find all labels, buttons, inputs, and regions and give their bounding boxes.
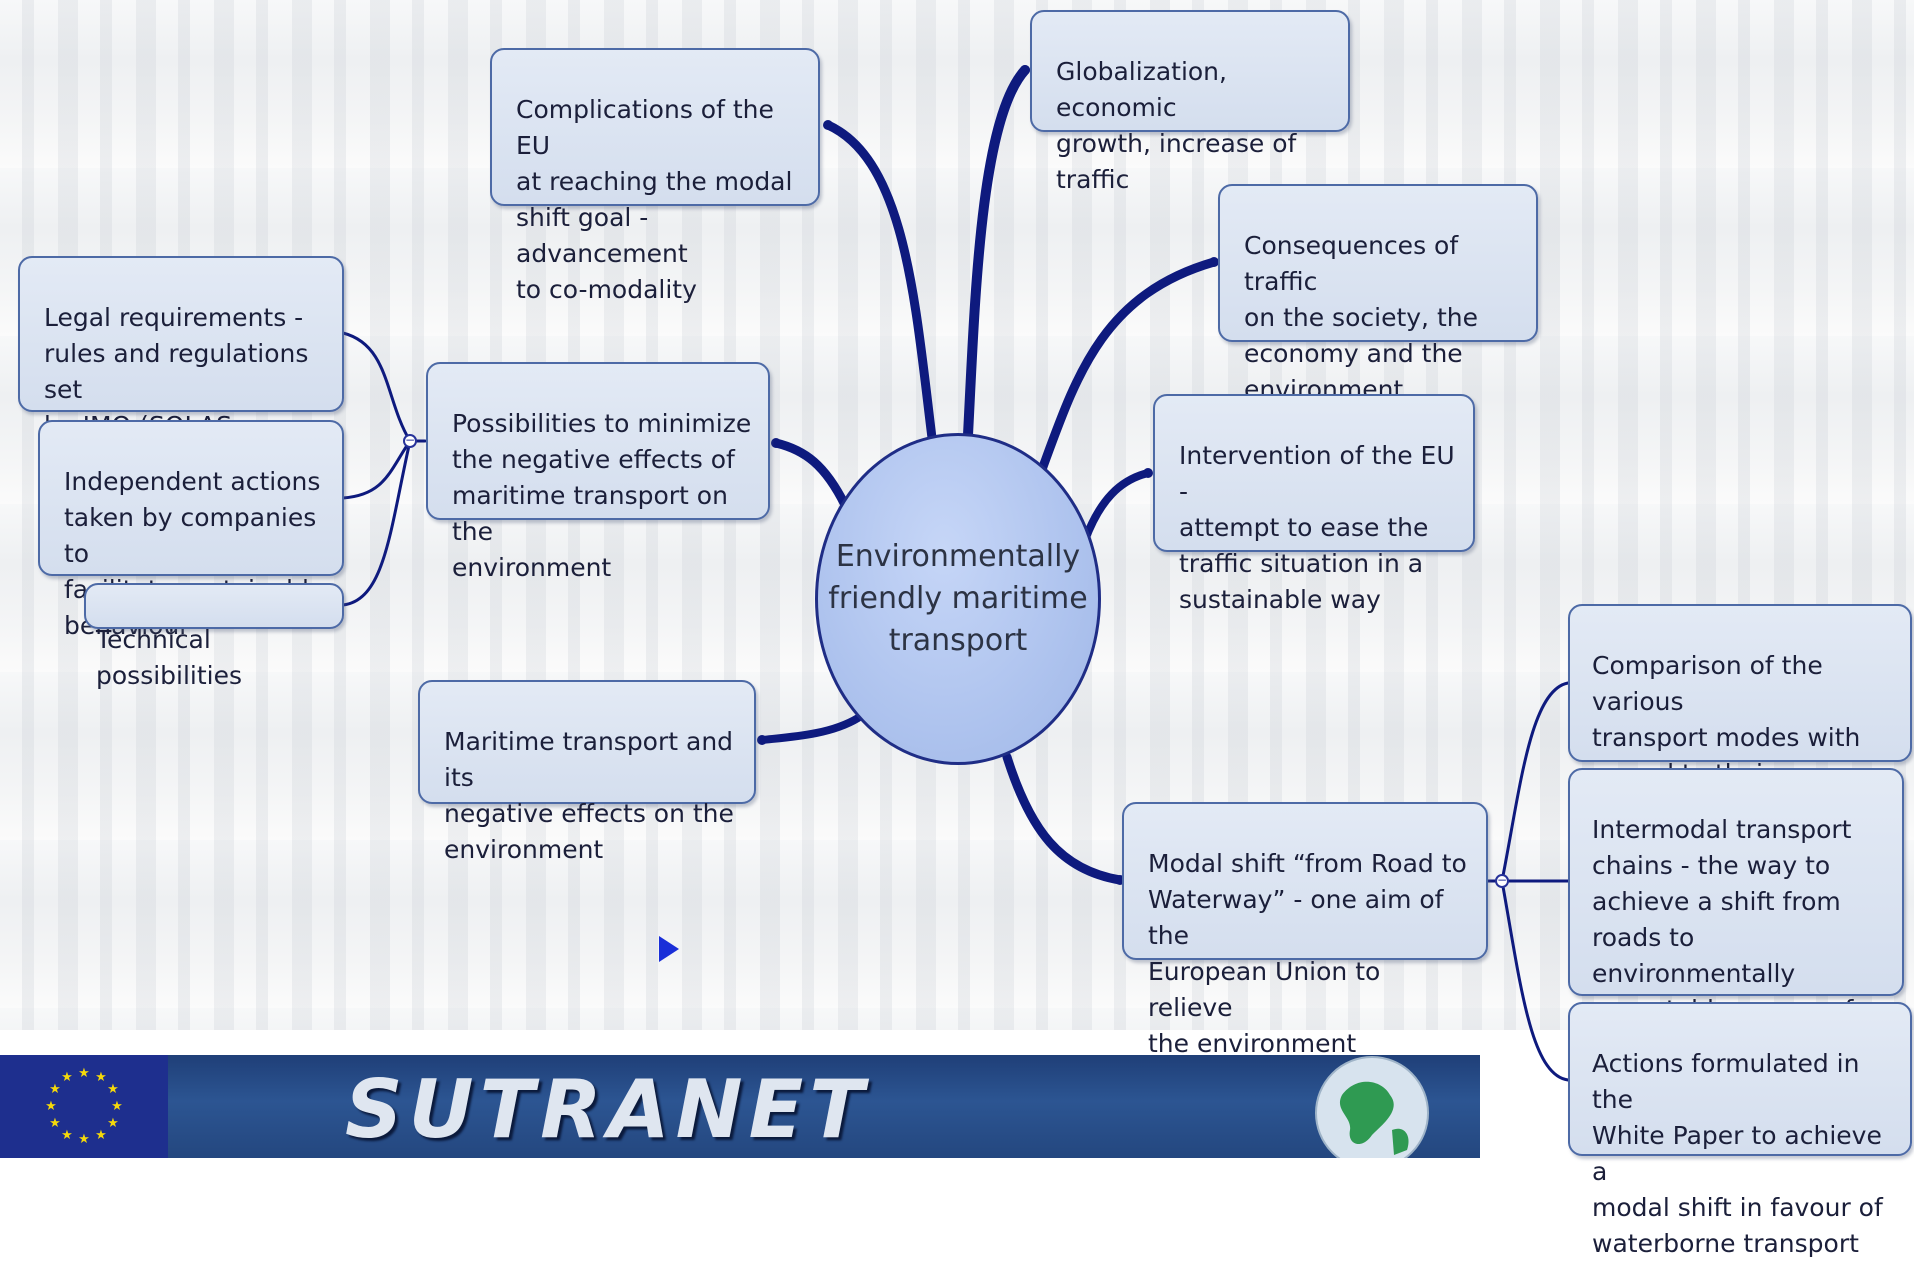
link-complications bbox=[823, 120, 937, 443]
topic-possibilities[interactable]: Possibilities to minimize the negative e… bbox=[426, 362, 770, 582]
topic-globalization[interactable]: Globalization, economic growth, increase… bbox=[1030, 10, 1350, 194]
subtopic-technical[interactable]: Technical possibilities bbox=[84, 583, 344, 690]
topic-label: Consequences of traffic on the society, … bbox=[1244, 231, 1478, 404]
subtopic-independent[interactable]: Independent actions taken by companies t… bbox=[38, 420, 344, 640]
svg-text:★: ★ bbox=[49, 1082, 61, 1097]
link-independent bbox=[341, 439, 412, 500]
subtopic-white-paper[interactable]: Actions formulated in the White Paper to… bbox=[1568, 1002, 1912, 1258]
link-comparison bbox=[1500, 681, 1570, 883]
sutranet-banner: ★ ★ ★ ★ ★ ★ ★ ★ ★ ★ ★ ★ SUTRANET bbox=[0, 1055, 1480, 1170]
svg-text:★: ★ bbox=[111, 1099, 123, 1114]
link-consequences bbox=[1035, 257, 1219, 480]
mindmap-links bbox=[341, 65, 1570, 1082]
svg-text:★: ★ bbox=[45, 1099, 57, 1114]
link-possibilities bbox=[771, 438, 850, 510]
topic-label: Intervention of the EU - attempt to ease… bbox=[1179, 441, 1455, 614]
svg-text:★: ★ bbox=[107, 1082, 119, 1097]
subtopic-intermodal[interactable]: Intermodal transport chains - the way to… bbox=[1568, 768, 1904, 1060]
svg-text:★: ★ bbox=[95, 1128, 107, 1143]
eu-flag-icon: ★ ★ ★ ★ ★ ★ ★ ★ ★ ★ ★ ★ bbox=[0, 1055, 168, 1158]
collapse-minus-icon[interactable]: − bbox=[403, 433, 417, 448]
play-triangle-icon[interactable] bbox=[659, 936, 679, 962]
subtopic-comparison[interactable]: Comparison of the various transport mode… bbox=[1568, 604, 1912, 824]
svg-text:★: ★ bbox=[78, 1132, 90, 1147]
link-negative-effects bbox=[758, 714, 862, 744]
link-white-paper bbox=[1500, 879, 1570, 1082]
link-intervention bbox=[1081, 469, 1152, 544]
svg-text:★: ★ bbox=[49, 1116, 61, 1131]
topic-label: Globalization, economic growth, increase… bbox=[1056, 57, 1297, 194]
svg-text:★: ★ bbox=[95, 1070, 107, 1085]
link-modal-shift bbox=[1002, 752, 1125, 885]
sutranet-logo: SUTRANET bbox=[345, 1063, 870, 1156]
subtopic-legal[interactable]: Legal requirements - rules and regulatio… bbox=[18, 256, 344, 512]
svg-text:★: ★ bbox=[61, 1070, 73, 1085]
link-globalization bbox=[963, 65, 1030, 440]
topic-label: Technical possibilities bbox=[96, 625, 243, 690]
topic-label: Possibilities to minimize the negative e… bbox=[452, 409, 752, 582]
svg-text:★: ★ bbox=[107, 1116, 119, 1131]
topic-complications[interactable]: Complications of the EU at reaching the … bbox=[490, 48, 820, 304]
collapse-minus-icon[interactable]: − bbox=[1495, 873, 1509, 888]
topic-label: Modal shift “from Road to Waterway” - on… bbox=[1148, 849, 1467, 1058]
topic-negative-effects[interactable]: Maritime transport and its negative effe… bbox=[418, 680, 756, 864]
topic-consequences[interactable]: Consequences of traffic on the society, … bbox=[1218, 184, 1538, 404]
link-technical bbox=[341, 439, 412, 607]
svg-text:★: ★ bbox=[61, 1128, 73, 1143]
topic-label: Maritime transport and its negative effe… bbox=[444, 727, 734, 864]
central-topic-label: Environmentally friendly maritime transp… bbox=[828, 539, 1088, 658]
topic-modal-shift[interactable]: Modal shift “from Road to Waterway” - on… bbox=[1122, 802, 1488, 1058]
topic-label: Complications of the EU at reaching the … bbox=[516, 95, 793, 304]
link-legal bbox=[341, 331, 412, 443]
topic-intervention[interactable]: Intervention of the EU - attempt to ease… bbox=[1153, 394, 1475, 614]
topic-label: Actions formulated in the White Paper to… bbox=[1592, 1049, 1883, 1258]
central-topic[interactable]: Environmentally friendly maritime transp… bbox=[815, 433, 1101, 765]
globe-icon bbox=[1312, 1055, 1432, 1170]
svg-text:★: ★ bbox=[78, 1066, 90, 1081]
